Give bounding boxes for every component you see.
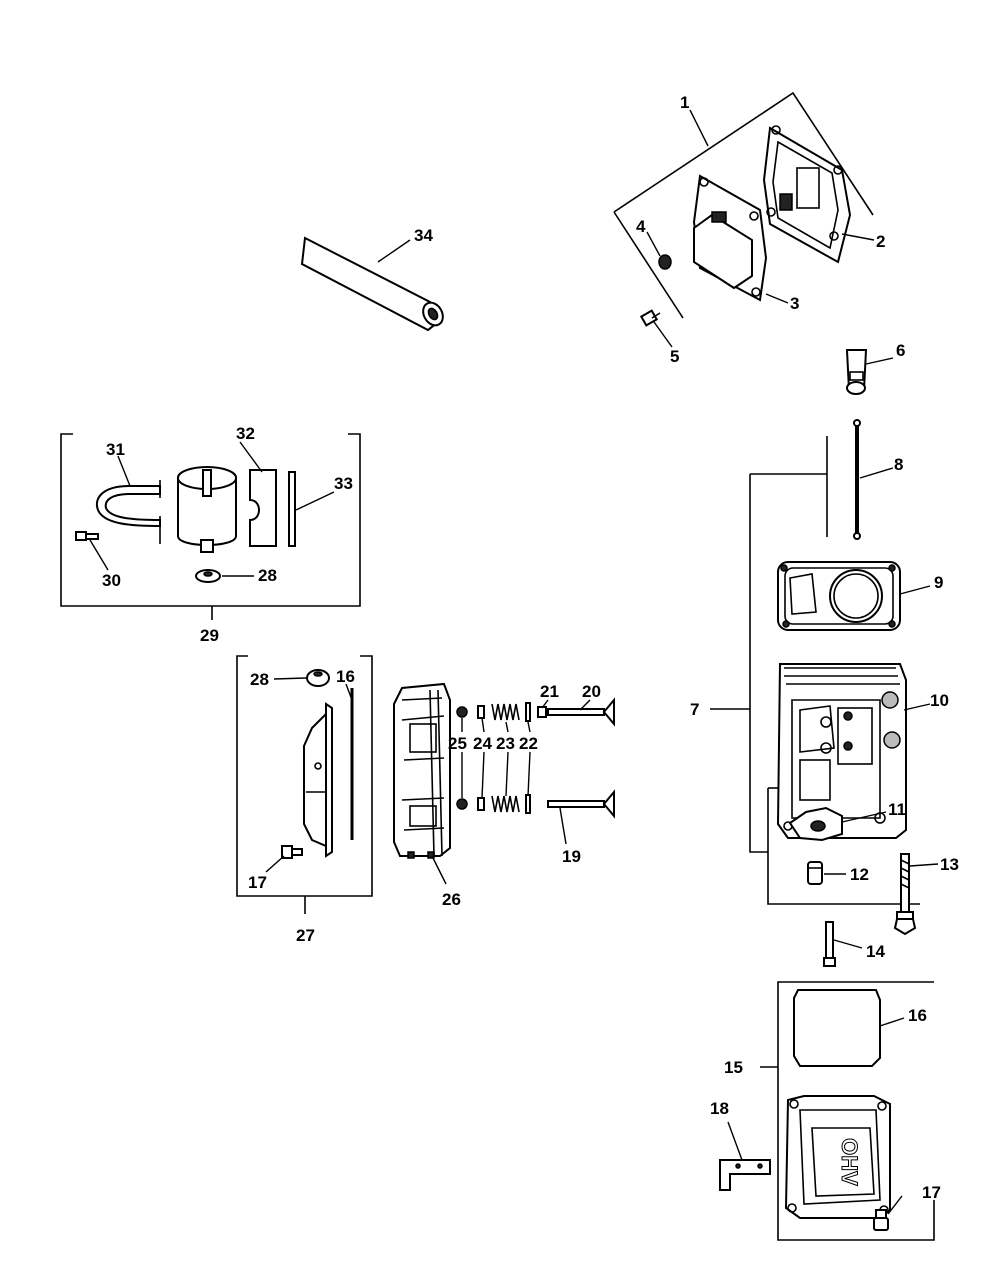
part-15-valve-cover: OHV [784, 1095, 891, 1219]
callout-28-airbox: 28 [258, 566, 277, 585]
callout-14: 14 [866, 942, 885, 961]
part-10-cylinder-head [776, 663, 907, 839]
callout-labels: 1 2 3 4 5 6 7 8 9 10 11 12 13 14 15 16 1… [102, 93, 959, 1202]
part-9-head-gasket [777, 561, 901, 631]
kit-29-bracket [60, 433, 361, 620]
callout-5: 5 [670, 347, 679, 366]
kit-1-bracket [613, 91, 874, 319]
part-3-breather-cover [692, 174, 768, 302]
callout-31: 31 [106, 440, 125, 459]
kit-15-bracket [760, 981, 935, 1241]
callout-24: 24 [473, 734, 492, 753]
callout-20: 20 [582, 682, 601, 701]
part-30-screw [75, 531, 99, 541]
callout-17-side: 17 [248, 873, 267, 892]
callout-15: 15 [724, 1058, 743, 1077]
part-23-valve-springs [491, 703, 520, 813]
part-26-head-body [393, 682, 451, 859]
callout-27: 27 [296, 926, 315, 945]
callout-16-side: 16 [336, 667, 355, 686]
leader-lines [89, 109, 939, 1215]
callout-16-cover: 16 [908, 1006, 927, 1025]
part-14-stud [823, 921, 836, 967]
callout-25: 25 [448, 734, 467, 753]
callout-8: 8 [894, 455, 903, 474]
callout-26: 26 [442, 890, 461, 909]
part-32-canister [177, 466, 237, 553]
callout-21: 21 [540, 682, 559, 701]
callout-1: 1 [680, 93, 689, 112]
kit-27-bracket [236, 655, 373, 914]
part-6-cap [845, 349, 868, 395]
callout-17-cover: 17 [922, 1183, 941, 1202]
part-2-gasket-plate [762, 125, 852, 264]
part-33-seal [288, 471, 296, 547]
part-21-valve-cap [537, 706, 547, 718]
callout-6: 6 [896, 341, 905, 360]
callout-3: 3 [790, 294, 799, 313]
callout-2: 2 [876, 232, 885, 251]
part-16-cover-gasket [793, 989, 881, 1067]
callout-18: 18 [710, 1099, 729, 1118]
callout-23: 23 [496, 734, 515, 753]
part-8-push-rod [853, 419, 861, 540]
callout-4: 4 [636, 217, 646, 236]
callout-10: 10 [930, 691, 949, 710]
part-13-head-bolt [893, 853, 917, 936]
part-5-screw [639, 309, 661, 327]
part-34-breather-tube [300, 236, 444, 332]
part-17-screw-cover [873, 1209, 889, 1231]
part-25-keepers [456, 706, 468, 810]
part-18-bracket [719, 1159, 771, 1191]
kit-7-bracket [749, 436, 920, 905]
callout-34: 34 [414, 226, 433, 245]
part-17-screw-side [281, 845, 303, 859]
ohv-emboss: OHV [837, 1138, 862, 1186]
part-20-exhaust-valve [547, 697, 615, 727]
callout-30: 30 [102, 571, 121, 590]
part-27-side-cover [303, 702, 333, 858]
part-32-clip [249, 469, 277, 547]
callout-13: 13 [940, 855, 959, 874]
callout-9: 9 [934, 573, 943, 592]
part-28-grommet-b [306, 669, 330, 687]
callout-19: 19 [562, 847, 581, 866]
callout-28-side: 28 [250, 670, 269, 689]
callout-11: 11 [888, 800, 906, 819]
callout-22: 22 [519, 734, 538, 753]
callout-33: 33 [334, 474, 353, 493]
part-31-strap [95, 480, 161, 544]
callout-7: 7 [690, 700, 699, 719]
part-19-intake-valve [547, 789, 615, 819]
part-12-pivot [807, 861, 823, 885]
callout-29: 29 [200, 626, 219, 645]
callout-32: 32 [236, 424, 255, 443]
part-4-grommet [658, 254, 672, 270]
part-11-rocker [788, 806, 843, 842]
part-28-grommet-a [195, 569, 221, 583]
part-24-retainer [477, 705, 485, 811]
callout-12: 12 [850, 865, 869, 884]
